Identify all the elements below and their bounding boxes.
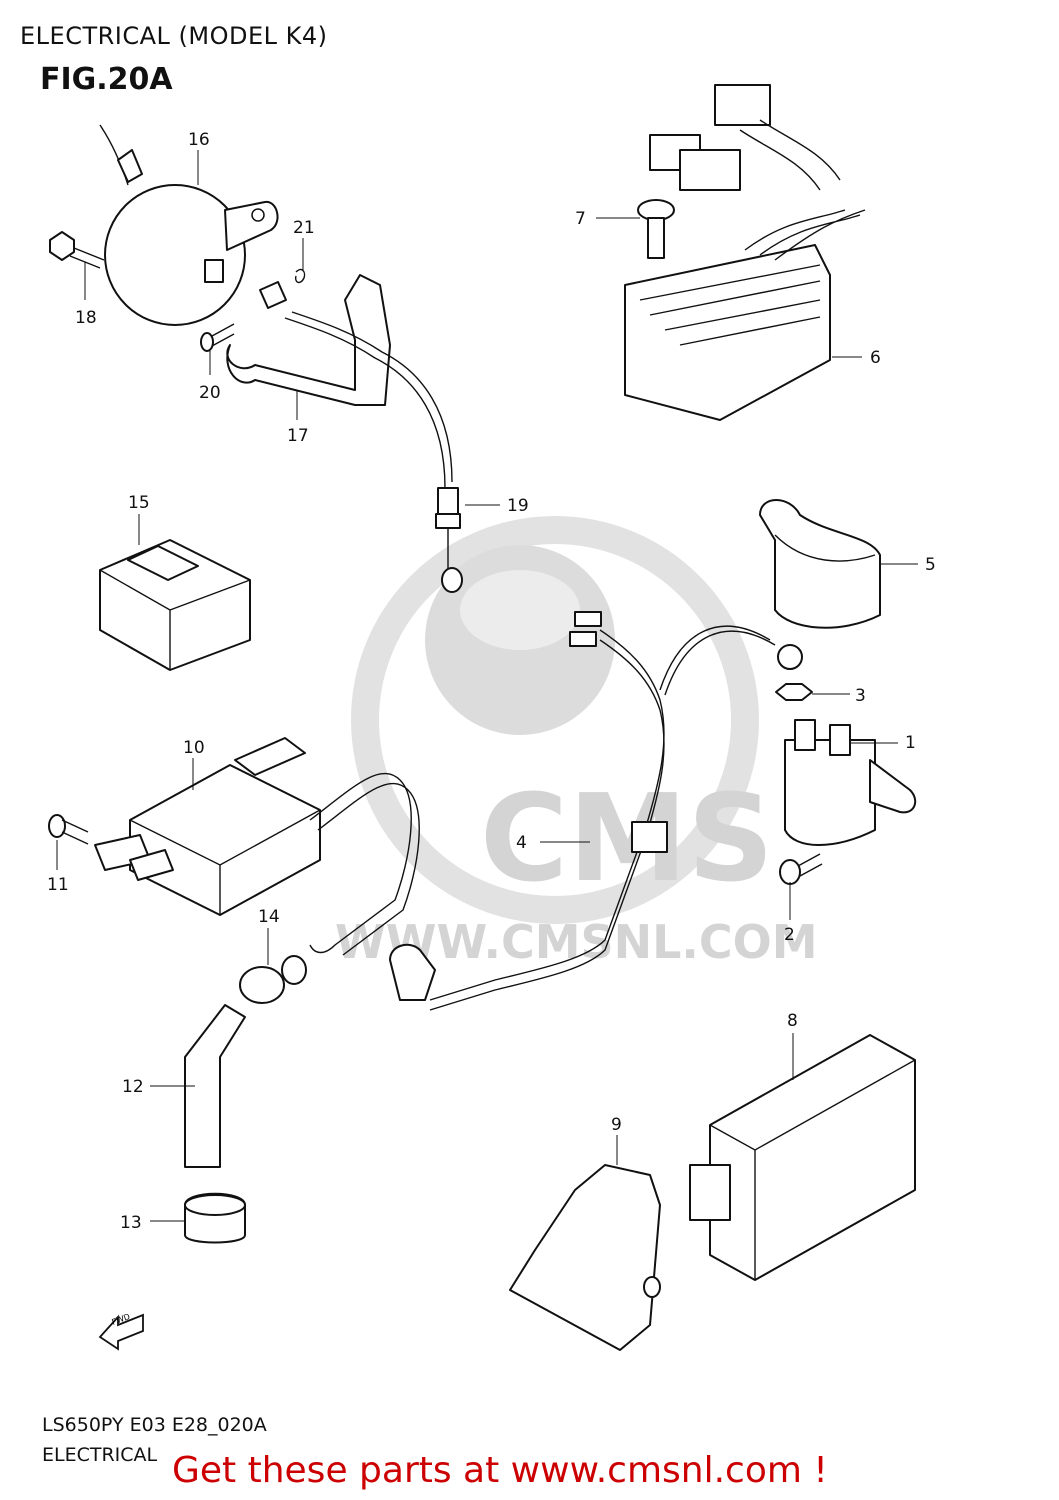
callout-7: 7	[575, 209, 586, 229]
callout-12: 12	[122, 1077, 144, 1097]
part-9-bracket	[509, 1164, 661, 1351]
promo-link[interactable]: Get these parts at www.cmsnl.com !	[172, 1450, 828, 1491]
leader-lines	[56, 150, 918, 1222]
part-1-starter-relay	[784, 719, 917, 846]
callout-16: 16	[188, 130, 210, 150]
fwd-arrow-icon: FWD	[98, 1312, 144, 1351]
callout-6: 6	[870, 348, 881, 368]
part-19-sensor-cable	[284, 311, 463, 593]
watermark: CMS WWW.CMSNL.COM	[335, 516, 818, 969]
callout-8: 8	[787, 1011, 798, 1031]
part-3-nut	[775, 683, 813, 701]
part-21-clip	[294, 268, 306, 284]
part-15-relay	[99, 539, 251, 671]
callout-4: 4	[516, 833, 527, 853]
part-6-regulator	[624, 84, 866, 421]
callout-10: 10	[183, 738, 205, 758]
watermark-brand: CMS	[480, 770, 774, 909]
model-code: LS650PY E03 E28_020A	[42, 1414, 267, 1436]
part-17-bracket	[226, 274, 391, 406]
callout-5: 5	[925, 555, 936, 575]
part-10-ignition-coil	[94, 737, 420, 956]
callout-20: 20	[199, 383, 221, 403]
callout-11: 11	[47, 875, 69, 895]
callout-21: 21	[293, 218, 315, 238]
part-20-screw	[200, 323, 235, 352]
callout-9: 9	[611, 1115, 622, 1135]
part-18-bolt	[49, 231, 105, 269]
part-2-screw	[779, 853, 823, 885]
figure-number: FIG.20A	[40, 62, 173, 97]
part-12-plug-cap	[184, 1004, 246, 1168]
part-13-seal	[184, 1192, 246, 1244]
callout-13: 13	[120, 1213, 142, 1233]
callout-2: 2	[784, 925, 795, 945]
callout-labels: 1 2 3 4 5 6 7 8 9 10 11 12 13 14 15 16 1…	[47, 130, 936, 1233]
page-header: ELECTRICAL (MODEL K4)	[20, 22, 328, 50]
section-name: ELECTRICAL	[42, 1444, 158, 1466]
part-16-sensor	[99, 124, 279, 326]
part-7-bolt	[637, 199, 675, 259]
callout-18: 18	[75, 308, 97, 328]
part-8-cdi-unit	[689, 1034, 916, 1281]
part-14-cap	[239, 955, 307, 1004]
callout-17: 17	[287, 426, 309, 446]
callout-15: 15	[128, 493, 150, 513]
callout-3: 3	[855, 686, 866, 706]
part-4-starter-cable	[389, 611, 803, 1011]
part-5-cover	[759, 499, 881, 629]
part-11-screw	[48, 814, 89, 845]
callout-14: 14	[258, 907, 280, 927]
callout-19: 19	[507, 496, 529, 516]
callout-1: 1	[905, 733, 916, 753]
